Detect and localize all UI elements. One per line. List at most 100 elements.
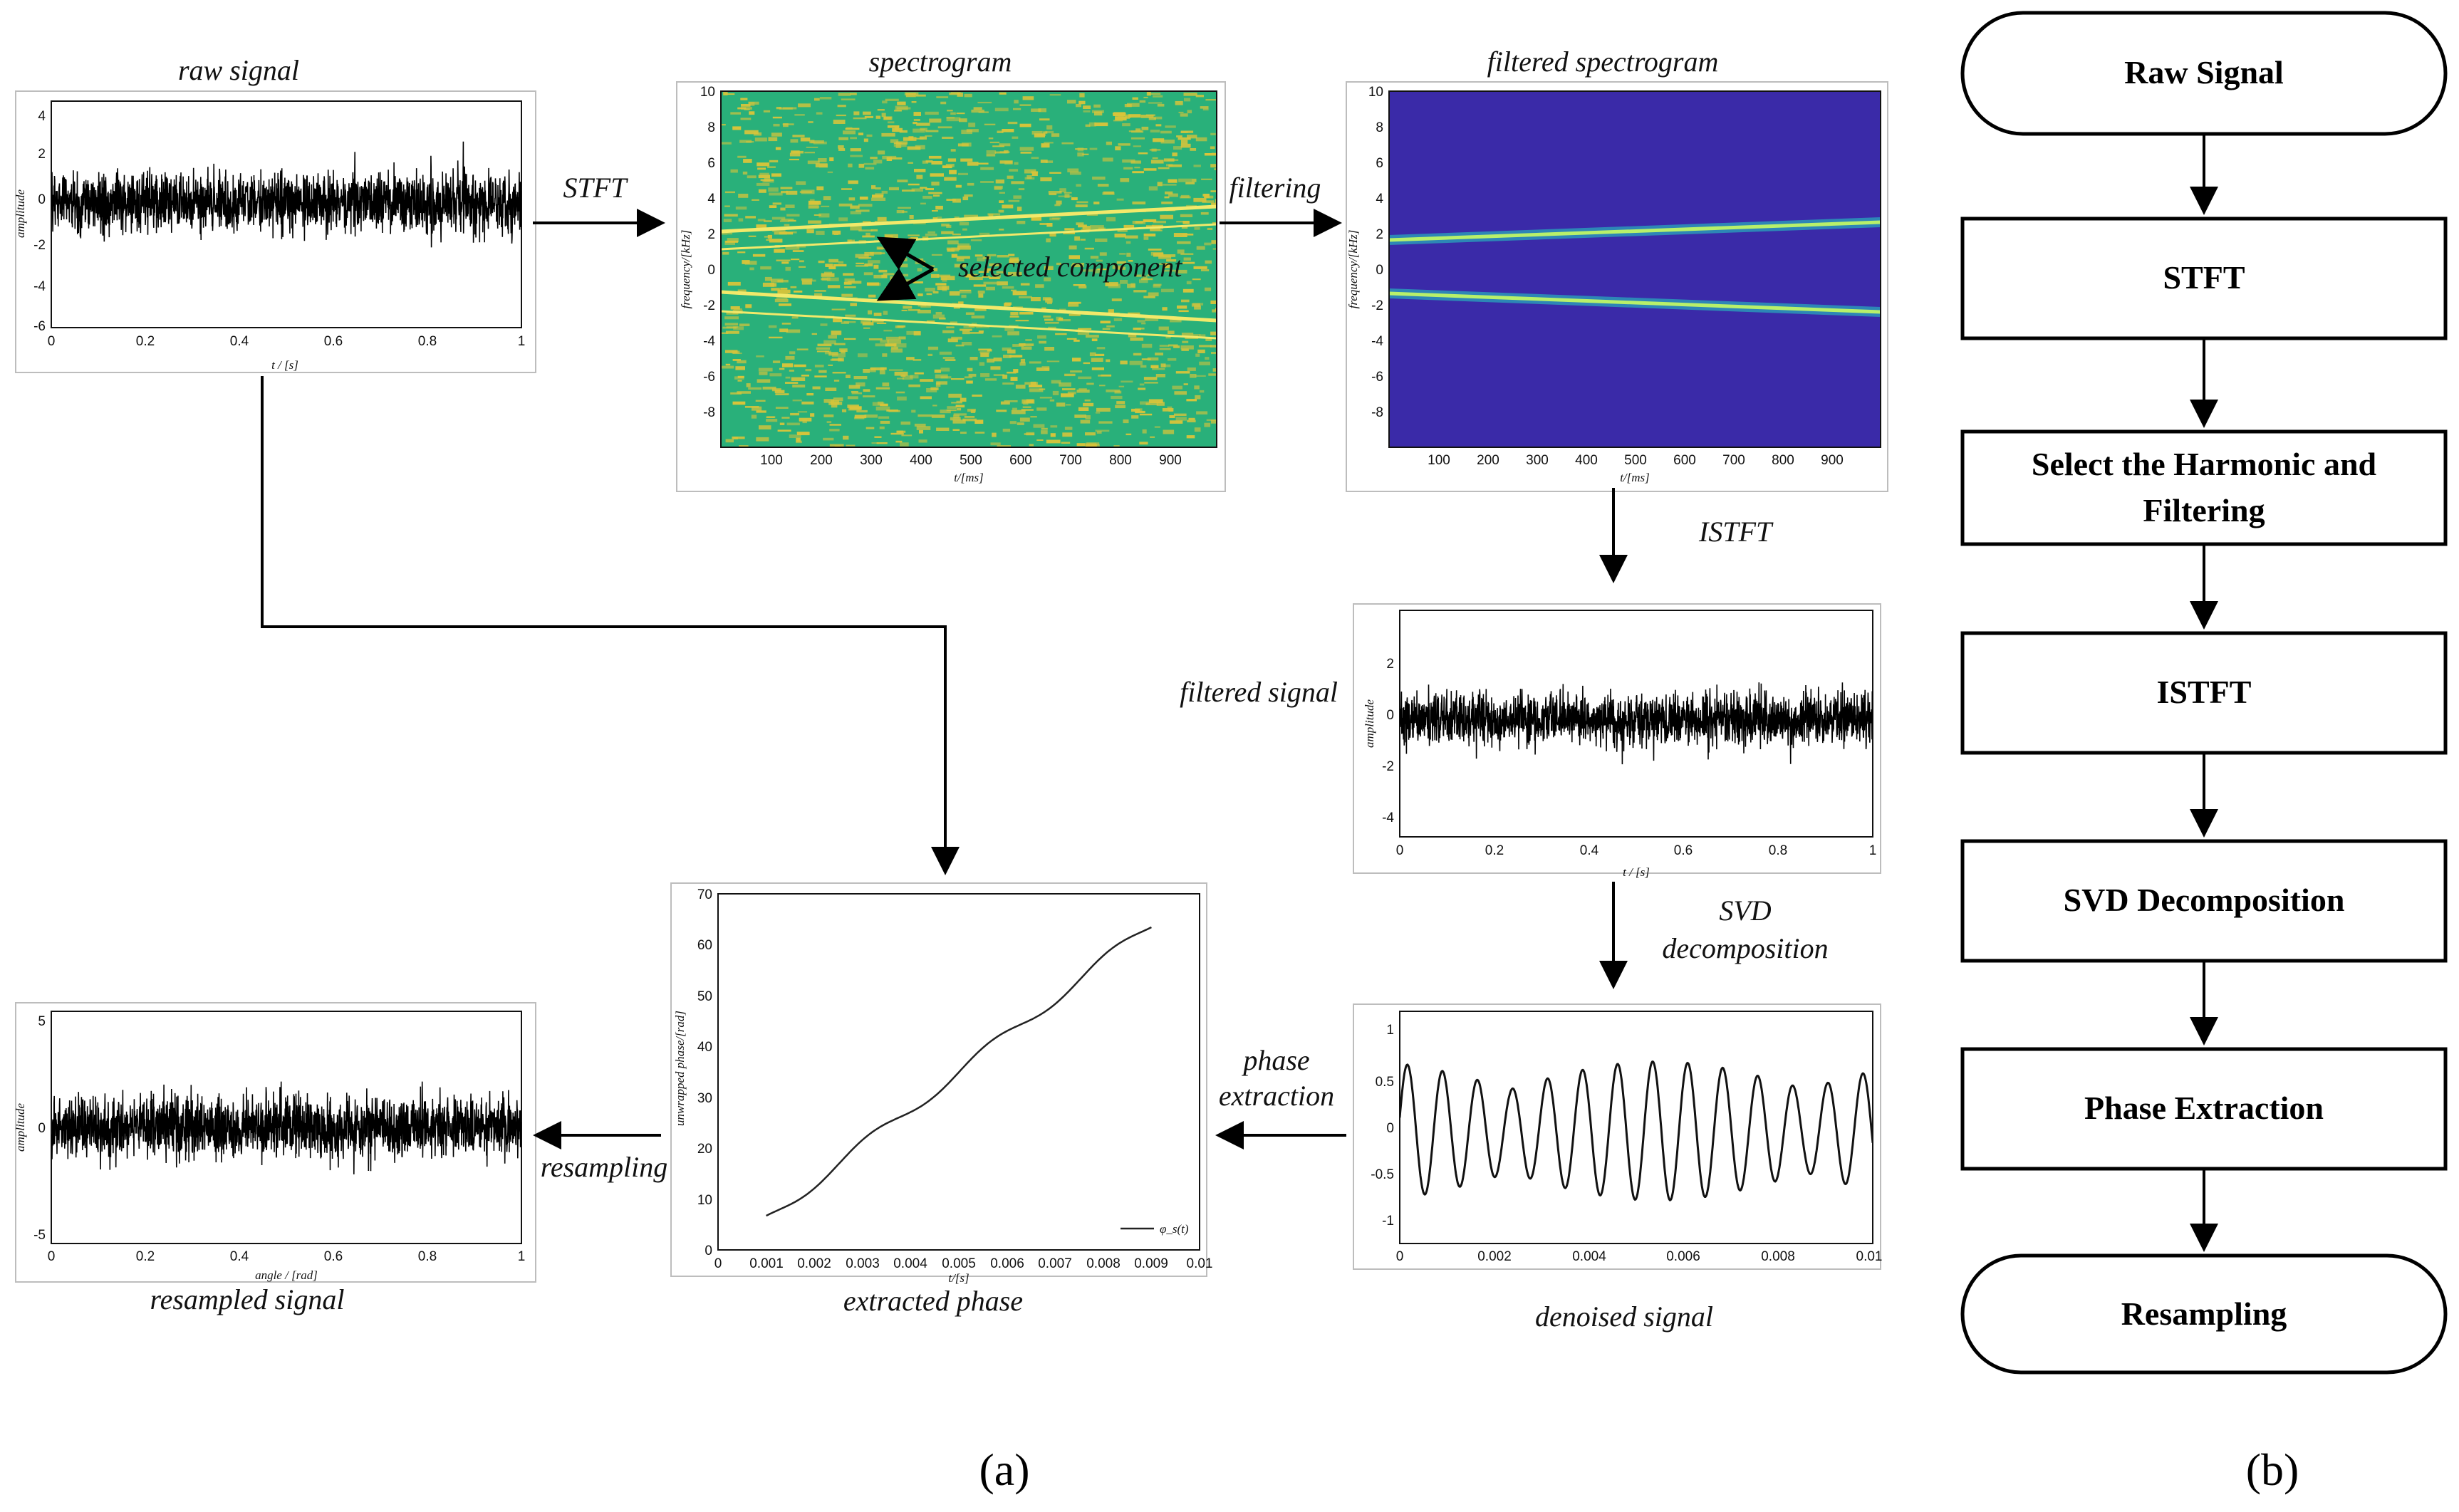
speckle — [1009, 169, 1019, 172]
speckle — [1066, 338, 1077, 340]
speckle — [920, 202, 926, 205]
speckle — [816, 231, 825, 235]
speckle — [956, 258, 965, 262]
speckle — [1210, 300, 1217, 304]
speckle — [1155, 353, 1163, 356]
speckle — [833, 318, 843, 323]
speckle — [952, 198, 961, 203]
speckle — [1046, 301, 1052, 305]
flow-node-svd: SVD Decomposition — [1960, 839, 2448, 963]
speckle — [1031, 297, 1041, 301]
speckle — [967, 408, 976, 412]
ytick: 0 — [1386, 708, 1394, 723]
speckle — [1139, 279, 1148, 283]
speckle — [796, 181, 806, 185]
speckle — [1069, 171, 1081, 175]
speckle — [1180, 143, 1191, 148]
resampled-signal-yticks: 5 0 -5 — [33, 1014, 46, 1243]
speckle — [1216, 376, 1217, 379]
speckle — [1009, 325, 1019, 328]
speckle — [902, 189, 915, 192]
speckle — [1092, 176, 1106, 180]
speckle — [871, 442, 879, 444]
speckle — [1159, 348, 1171, 350]
speckle — [864, 251, 874, 256]
spectrogram-frame — [676, 81, 1226, 492]
speckle — [982, 276, 991, 278]
speckle — [823, 399, 834, 403]
speckle — [1144, 382, 1158, 384]
speckle — [895, 141, 908, 145]
speckle — [1163, 429, 1175, 434]
speckle — [799, 191, 812, 193]
speckle — [807, 160, 820, 165]
speckle — [1190, 374, 1197, 378]
speckle — [1007, 175, 1014, 179]
speckle — [1041, 307, 1046, 310]
speckle — [1058, 195, 1072, 197]
speckle — [1013, 108, 1021, 110]
speckle — [1148, 117, 1156, 120]
speckle — [914, 372, 924, 375]
speckle — [1160, 130, 1172, 134]
step-resampling-label: resampling — [541, 1151, 668, 1183]
speckle — [1083, 105, 1091, 110]
speckle — [818, 164, 828, 168]
speckle — [808, 121, 813, 123]
speckle — [843, 281, 852, 285]
speckle — [801, 401, 814, 405]
speckle — [944, 177, 957, 181]
speckle — [1148, 249, 1162, 251]
speckle — [1099, 252, 1107, 256]
speckle — [1118, 266, 1126, 270]
speckle — [939, 351, 952, 355]
ytick: -2 — [703, 298, 715, 313]
ytick: -2 — [1371, 298, 1383, 313]
speckle — [1068, 302, 1079, 307]
speckle — [737, 391, 751, 394]
speckle — [724, 316, 739, 320]
speckle — [1128, 130, 1143, 132]
speckle — [792, 250, 804, 252]
speckle — [1007, 331, 1019, 335]
speckle — [1198, 345, 1212, 348]
speckle — [1094, 353, 1105, 356]
speckle — [897, 179, 908, 182]
speckle — [871, 197, 886, 201]
harmonic-line-upper-2 — [721, 223, 1217, 251]
speckle — [936, 427, 950, 431]
speckle — [829, 429, 840, 432]
ytick: 60 — [697, 938, 712, 953]
speckle — [1178, 111, 1184, 113]
xtick: 1 — [518, 1249, 526, 1264]
speckle — [1000, 401, 1010, 405]
speckle — [882, 353, 888, 357]
speckle — [752, 199, 759, 201]
speckle — [1031, 172, 1038, 177]
speckle — [846, 444, 856, 447]
speckle — [1120, 280, 1128, 284]
speckle — [772, 202, 781, 205]
speckle — [1159, 345, 1170, 347]
speckle — [972, 395, 982, 397]
speckle — [1009, 257, 1019, 261]
speckle — [1158, 326, 1169, 330]
speckle — [937, 217, 942, 221]
speckle — [957, 245, 971, 250]
speckle — [978, 111, 989, 113]
xtick: 0 — [714, 1256, 722, 1271]
speckle — [771, 288, 780, 291]
speckle — [926, 388, 937, 392]
speckle — [863, 369, 870, 373]
speckle — [1122, 159, 1135, 163]
speckle — [1210, 132, 1216, 135]
speckle — [856, 382, 865, 387]
speckle — [849, 406, 862, 410]
speckle — [831, 358, 842, 361]
speckle — [935, 205, 943, 210]
speckle — [911, 410, 916, 413]
speckle — [828, 364, 833, 366]
speckle — [780, 187, 793, 189]
speckle — [1079, 93, 1085, 98]
speckle — [932, 217, 938, 219]
